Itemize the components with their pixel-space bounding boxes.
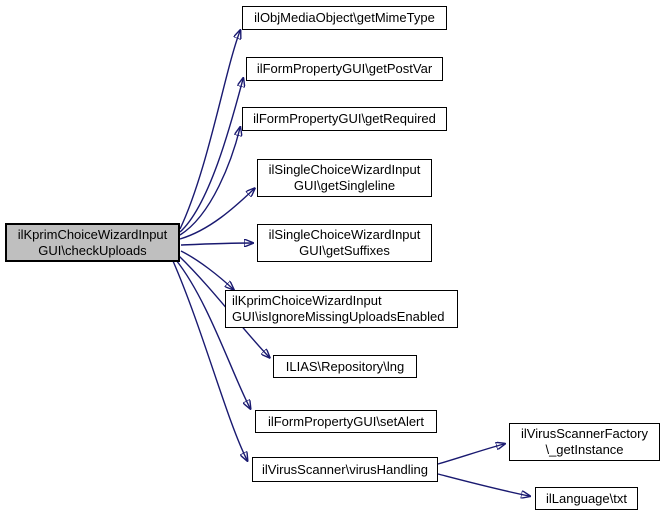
- node-set-alert[interactable]: ilFormPropertyGUI\setAlert: [255, 410, 437, 433]
- edge-checkUploads-getPostVar: [179, 79, 243, 233]
- node-virus-handling[interactable]: ilVirusScanner\virusHandling: [252, 457, 438, 482]
- edge-checkUploads-getSuffixes: [180, 243, 252, 245]
- node-is-ignore-missing-uploads-enabled[interactable]: ilKprimChoiceWizardInput GUI\isIgnoreMis…: [225, 290, 458, 328]
- node-label-line: ilFormPropertyGUI\getPostVar: [256, 61, 433, 76]
- node-get-mime-type[interactable]: ilObjMediaObject\getMimeType: [242, 6, 447, 30]
- node-label-line: GUI\checkUploads: [38, 242, 147, 258]
- node-label-line: ilSingleChoiceWizardInput: [268, 162, 421, 177]
- node-virus-scanner-factory-get-instance[interactable]: ilVirusScannerFactory \_getInstance: [509, 423, 660, 461]
- node-get-post-var[interactable]: ilFormPropertyGUI\getPostVar: [246, 57, 443, 81]
- node-label-line: GUI\isIgnoreMissingUploadsEnabled: [232, 309, 445, 324]
- edge-checkUploads-getRequired: [179, 128, 240, 236]
- node-label-line: ilLanguage\txt: [546, 490, 627, 506]
- node-label-line: ilObjMediaObject\getMimeType: [254, 10, 435, 25]
- node-label-line: ilKprimChoiceWizardInput: [17, 226, 168, 242]
- node-get-suffixes[interactable]: ilSingleChoiceWizardInput GUI\getSuffixe…: [257, 224, 432, 262]
- node-label-line: GUI\getSuffixes: [299, 243, 390, 258]
- edge-virusHandling-getInstance: [437, 444, 504, 465]
- edge-virusHandling-txt: [437, 473, 529, 496]
- node-get-required[interactable]: ilFormPropertyGUI\getRequired: [242, 107, 447, 131]
- node-label-line: ilFormPropertyGUI\setAlert: [267, 413, 425, 429]
- node-label-line: \_getInstance: [545, 442, 624, 457]
- node-label-line: ilVirusScanner\virusHandling: [262, 461, 428, 477]
- node-label-line: ilFormPropertyGUI\getRequired: [253, 111, 436, 126]
- node-language-txt[interactable]: ilLanguage\txt: [535, 487, 638, 510]
- edge-checkUploads-setAlert: [175, 259, 250, 408]
- node-label-line: ILIAS\Repository\lng: [285, 358, 405, 374]
- edge-checkUploads-isIgnoreMissingUploadsEnabled: [180, 250, 233, 289]
- node-check-uploads: ilKprimChoiceWizardInput GUI\checkUpload…: [5, 223, 180, 262]
- node-label-line: ilSingleChoiceWizardInput: [268, 227, 421, 242]
- node-label-line: ilVirusScannerFactory: [521, 426, 648, 441]
- node-label-line: ilKprimChoiceWizardInput: [232, 293, 382, 308]
- node-get-singleline[interactable]: ilSingleChoiceWizardInput GUI\getSinglel…: [257, 159, 432, 197]
- edge-checkUploads-getSingleline: [179, 189, 254, 240]
- node-label-line: GUI\getSingleline: [293, 178, 396, 193]
- edge-checkUploads-virusHandling: [172, 260, 247, 460]
- edge-checkUploads-getMimeType: [179, 31, 240, 230]
- node-repository-lng[interactable]: ILIAS\Repository\lng: [273, 355, 417, 378]
